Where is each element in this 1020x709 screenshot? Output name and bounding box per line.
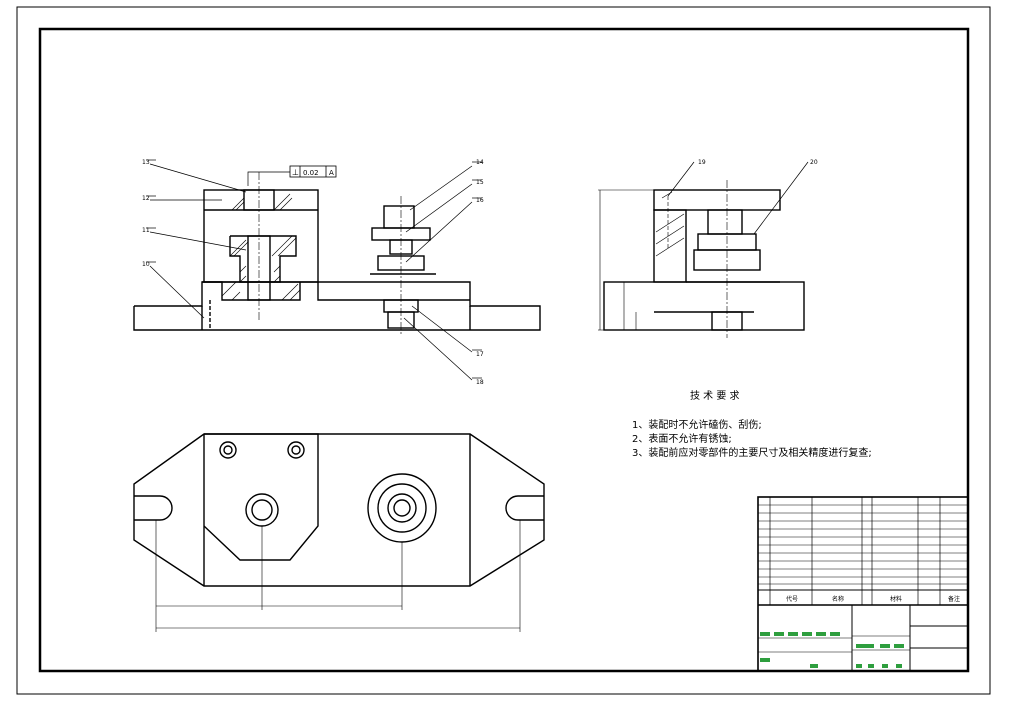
header-remark: 备注 <box>948 595 960 603</box>
balloon-12: 12 <box>142 195 150 202</box>
tech-req-item-3: 3、装配前应对零部件的主要尺寸及相关精度进行复查; <box>632 446 872 459</box>
signature-markers <box>760 632 904 668</box>
tech-req-title: 技 术 要 求 <box>690 389 740 402</box>
tech-req-item-2: 2、表面不允许有锈蚀; <box>632 432 732 445</box>
tolerance-symbol: ⊥ <box>292 168 299 177</box>
header-name: 名称 <box>832 595 844 603</box>
balloon-13: 13 <box>142 159 150 166</box>
balloon-11: 11 <box>142 227 150 234</box>
front-section-view <box>133 172 541 336</box>
title-block-headers: 代号 名称 材料 备注 <box>786 595 960 603</box>
top-view <box>133 433 545 587</box>
balloon-labels: 13 12 11 10 14 15 16 17 18 19 20 <box>142 159 818 386</box>
tolerance-value: 0.02 <box>303 169 319 177</box>
geometric-tolerance-frame: ⊥ 0.02 A <box>247 165 337 186</box>
technical-requirements: 技 术 要 求 1、装配时不允许磕伤、刮伤; 2、表面不允许有锈蚀; 3、装配前… <box>632 389 872 459</box>
balloon-10: 10 <box>142 261 150 268</box>
balloon-19: 19 <box>698 159 706 166</box>
header-code: 代号 <box>786 595 798 603</box>
header-material: 材料 <box>890 595 902 603</box>
tech-req-item-1: 1、装配时不允许磕伤、刮伤; <box>632 418 762 431</box>
side-view-dimensions <box>598 189 654 331</box>
section-hatching <box>221 193 301 301</box>
side-view-hatching <box>655 191 685 257</box>
top-view-dimensions <box>155 520 521 632</box>
side-view <box>603 180 805 338</box>
title-block <box>757 496 969 672</box>
balloon-16: 16 <box>476 197 484 204</box>
balloon-15: 15 <box>476 179 484 186</box>
balloon-17: 17 <box>476 351 484 358</box>
balloon-20: 20 <box>810 159 818 166</box>
balloon-14: 14 <box>476 159 484 166</box>
balloon-18: 18 <box>476 379 484 386</box>
tolerance-datum: A <box>329 169 334 177</box>
inner-frame <box>38 27 970 673</box>
outer-border <box>16 6 991 695</box>
